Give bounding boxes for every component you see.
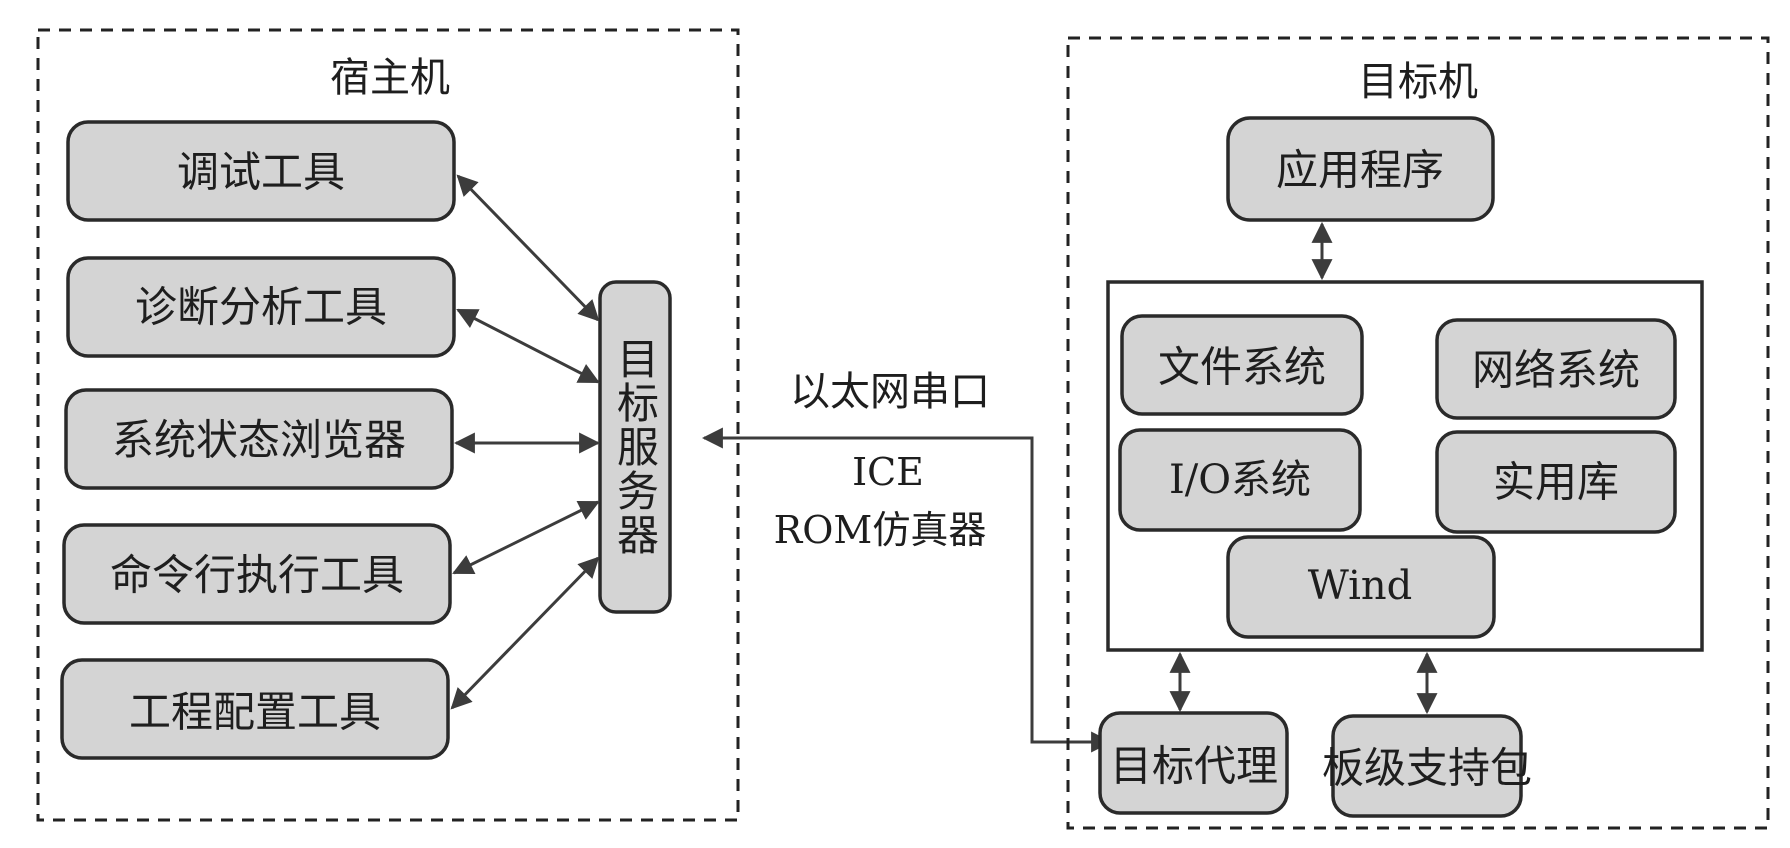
os-component-utility-library[interactable]: 实用库: [1435, 430, 1677, 534]
bsp-box[interactable]: 板级支持包: [1322, 714, 1532, 818]
host-title: 宿主机: [330, 55, 450, 101]
tool-box-system-browser[interactable]: 系统状态浏览器: [64, 388, 454, 490]
os-component-label: 网络系统: [1472, 346, 1640, 395]
target-region: 目标机 应用程序 文件系统 网络系统 I/O系统 实用库 W: [1066, 36, 1770, 830]
tool-label: 诊断分析工具: [135, 283, 387, 332]
connector-cmdline-server: [452, 500, 600, 575]
link-label-ethernet-serial: 以太网串口: [790, 369, 990, 415]
tool-label: 工程配置工具: [129, 688, 381, 737]
tool-box-diagnostic[interactable]: 诊断分析工具: [66, 256, 456, 358]
link-label-ice: ICE: [852, 450, 924, 494]
tool-label: 调试工具: [177, 148, 345, 197]
tool-box-command-line[interactable]: 命令行执行工具: [62, 523, 452, 625]
os-component-label: I/O系统: [1169, 457, 1311, 503]
connector-config-server: [450, 556, 600, 710]
os-component-io-system[interactable]: I/O系统: [1118, 428, 1362, 532]
host-region: 宿主机 调试工具 诊断分析工具 系统状态浏览器 命令行执行工具 工程配置工具 目…: [36, 28, 740, 822]
target-server-box[interactable]: 目标服务器: [598, 280, 672, 614]
connector-debug-server: [456, 174, 600, 322]
target-agent-label: 目标代理: [1110, 742, 1278, 791]
target-agent-box[interactable]: 目标代理: [1098, 711, 1289, 815]
link-label-rom-emulator: ROM仿真器: [774, 508, 987, 552]
bsp-label: 板级支持包: [1322, 744, 1532, 793]
tool-label: 命令行执行工具: [110, 551, 404, 600]
application-label: 应用程序: [1276, 146, 1444, 195]
os-component-label: 文件系统: [1158, 343, 1326, 392]
os-component-network-system-box[interactable]: 网络系统: [1435, 318, 1677, 420]
application-box[interactable]: 应用程序: [1226, 116, 1495, 222]
host-target-link: 以太网串口 ICE ROM仿真器: [701, 369, 1113, 753]
host-region-border: [36, 28, 740, 822]
tool-box-project-config[interactable]: 工程配置工具: [60, 658, 450, 760]
target-server-label: 目标服务器: [611, 337, 660, 557]
target-title: 目标机: [1358, 59, 1478, 105]
os-component-label: 实用库: [1493, 458, 1619, 507]
target-region-border: [1066, 36, 1770, 830]
tool-box-debug[interactable]: 调试工具: [66, 120, 456, 222]
os-component-file-system[interactable]: 文件系统: [1120, 314, 1364, 416]
tool-label: 系统状态浏览器: [112, 416, 406, 465]
os-component-wind-kernel[interactable]: Wind: [1226, 535, 1496, 639]
os-component-label: Wind: [1308, 563, 1413, 609]
connector-diagnostic-server: [456, 308, 600, 384]
